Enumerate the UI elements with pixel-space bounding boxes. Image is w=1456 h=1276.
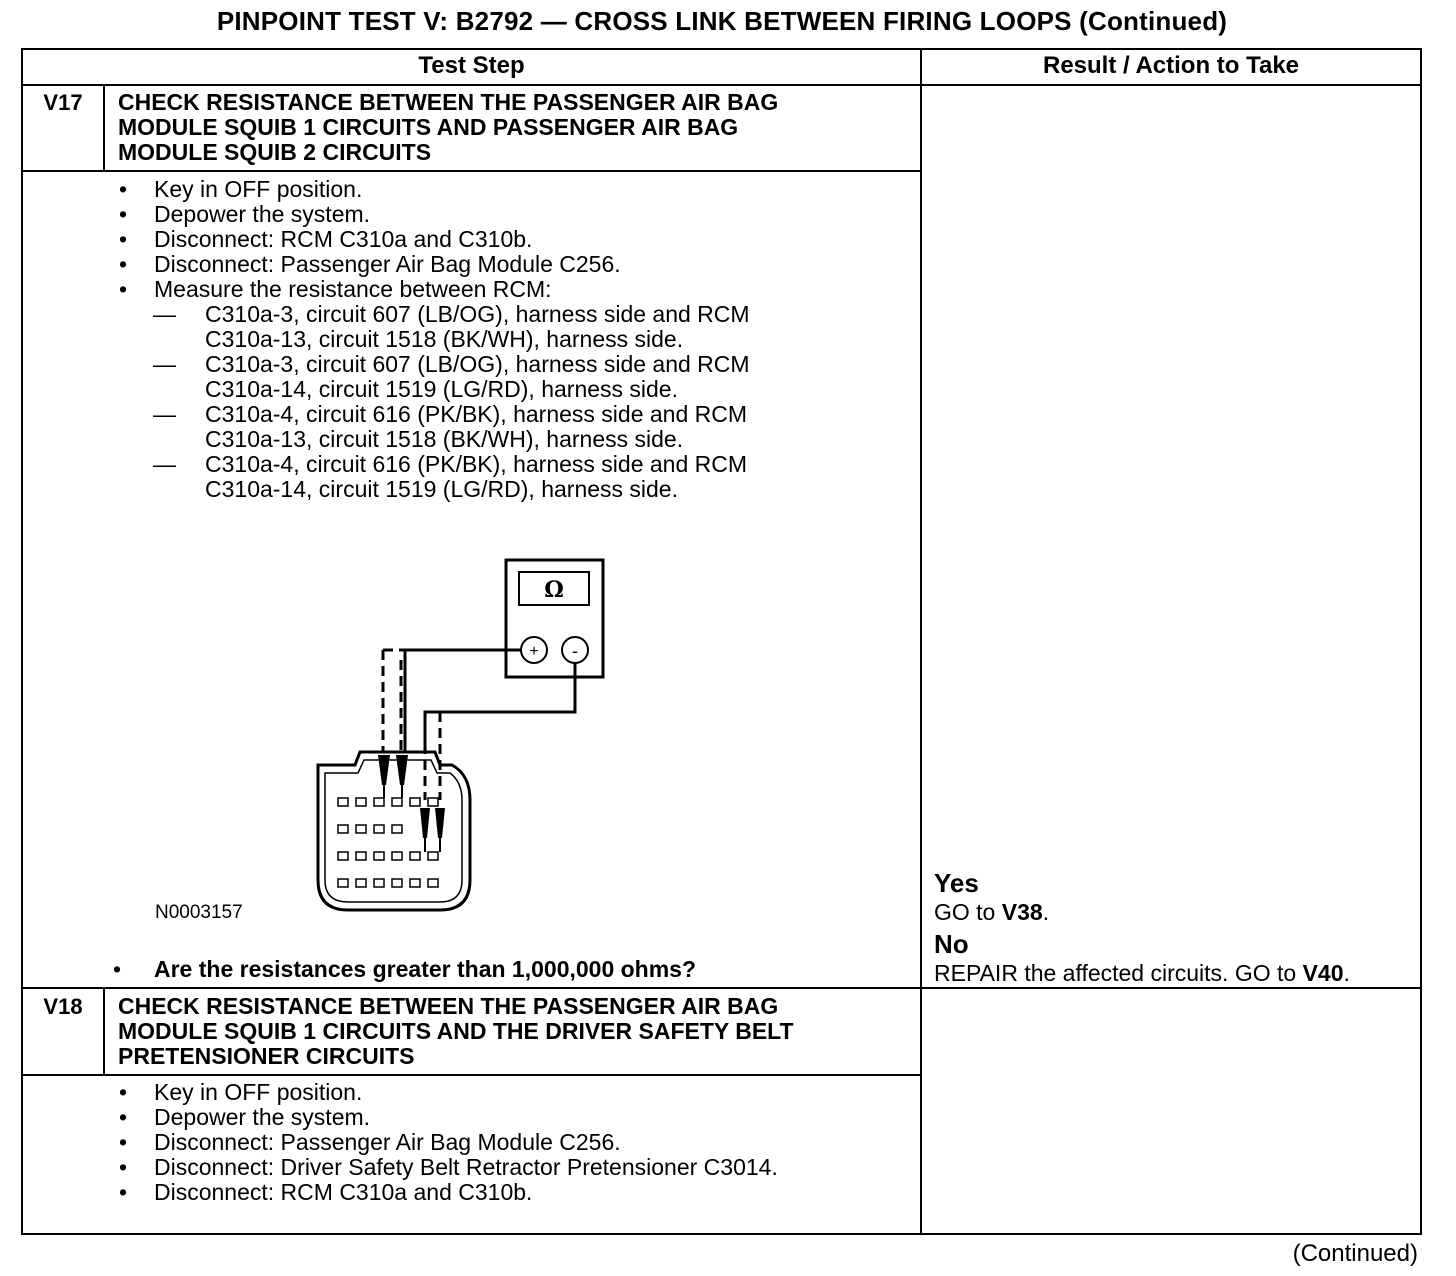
connector-outline [316, 750, 472, 912]
minus-label: - [572, 641, 578, 661]
plus-label: + [529, 643, 538, 660]
yes-action: GO to V38. [934, 899, 1050, 925]
probe-tips [378, 755, 445, 838]
step-id-divider-v18 [103, 987, 105, 1076]
positive-lead [403, 648, 521, 752]
step-id-v17: V17 [43, 90, 83, 115]
v17-instructions: •Key in OFF position. •Depower the syste… [113, 177, 750, 502]
ohmmeter-display [518, 571, 590, 606]
test-table [21, 48, 1422, 1235]
list-item: •Disconnect: Driver Safety Belt Retracto… [113, 1155, 778, 1180]
list-item: •Disconnect: Passenger Air Bag Module C2… [113, 252, 750, 277]
step-title-line: MODULE SQUIB 1 CIRCUITS AND PASSENGER AI… [118, 114, 739, 140]
bullet-icon: • [118, 1079, 128, 1105]
goto-link-v40[interactable]: V40 [1302, 960, 1344, 986]
dash-icon: — [153, 451, 176, 477]
result-no: No REPAIR the affected circuits. GO to V… [934, 929, 1350, 987]
list-item: •Depower the system. [113, 202, 750, 227]
bullet-icon: • [118, 1179, 128, 1205]
row-divider-v18 [21, 987, 1422, 989]
dash-icon: — [153, 351, 176, 377]
bullet-icon: • [118, 1129, 128, 1155]
list-item: •Key in OFF position. [113, 1080, 778, 1105]
step-id-v18: V18 [43, 994, 83, 1019]
bullet-icon: • [118, 251, 128, 277]
v18-title-rule [21, 1074, 922, 1076]
dash-icon: — [153, 401, 176, 427]
list-item: •Disconnect: Passenger Air Bag Module C2… [113, 1130, 778, 1155]
goto-link-v38[interactable]: V38 [1001, 899, 1043, 925]
sub-item: —C310a-3, circuit 607 (LB/OG), harness s… [153, 301, 750, 352]
sub-item: —C310a-4, circuit 616 (PK/BK), harness s… [153, 401, 748, 452]
list-item: •Disconnect: RCM C310a and C310b. [113, 227, 750, 252]
ohmmeter-connector-diagram: Ω + - [316, 558, 605, 912]
yes-label: Yes [934, 868, 979, 898]
bullet-icon: • [118, 176, 128, 202]
step-title-line: MODULE SQUIB 1 CIRCUITS AND THE DRIVER S… [118, 1018, 794, 1044]
bullet-icon: • [118, 276, 128, 302]
v17-question: •Are the resistances greater than 1,000,… [113, 956, 697, 982]
no-label: No [934, 929, 969, 959]
connector-pins [337, 797, 439, 888]
column-divider [920, 48, 922, 1235]
no-action: REPAIR the affected circuits. GO to V40. [934, 960, 1350, 986]
page-title: PINPOINT TEST V: B2792 — CROSS LINK BETW… [216, 6, 1228, 36]
step-title-line: CHECK RESISTANCE BETWEEN THE PASSENGER A… [118, 89, 779, 115]
ohm-symbol: Ω [544, 577, 564, 603]
header-rule [21, 84, 1422, 86]
header-test-step: Test Step [418, 52, 525, 79]
bullet-icon: • [113, 956, 122, 982]
step-title-line: PRETENSIONER CIRCUITS [118, 1043, 415, 1069]
ohmmeter-body [504, 558, 605, 679]
continued-note: (Continued) [1292, 1240, 1418, 1267]
result-yes: Yes GO to V38. [934, 868, 1049, 926]
sub-item: —C310a-3, circuit 607 (LB/OG), harness s… [153, 351, 750, 402]
sub-item: —C310a-4, circuit 616 (PK/BK), harness s… [153, 451, 748, 502]
v17-title-rule [21, 170, 922, 172]
step-title-v17: CHECK RESISTANCE BETWEEN THE PASSENGER A… [118, 90, 908, 165]
step-title-line: CHECK RESISTANCE BETWEEN THE PASSENGER A… [118, 993, 779, 1019]
header-result: Result / Action to Take [1042, 52, 1300, 79]
step-title-v18: CHECK RESISTANCE BETWEEN THE PASSENGER A… [118, 994, 908, 1069]
bullet-icon: • [118, 1104, 128, 1130]
bullet-icon: • [118, 201, 128, 227]
dash-icon: — [153, 301, 176, 327]
step-id-divider-v17 [103, 84, 105, 172]
bullet-icon: • [118, 226, 128, 252]
list-item: •Depower the system. [113, 1105, 778, 1130]
v18-instructions: •Key in OFF position. •Depower the syste… [113, 1080, 778, 1205]
bullet-icon: • [118, 1154, 128, 1180]
list-item: •Measure the resistance between RCM: [113, 277, 750, 302]
list-item: •Disconnect: RCM C310a and C310b. [113, 1180, 778, 1205]
figure-id: N0003157 [155, 902, 243, 923]
step-title-line: MODULE SQUIB 2 CIRCUITS [118, 139, 432, 165]
list-item: •Key in OFF position. [113, 177, 750, 202]
